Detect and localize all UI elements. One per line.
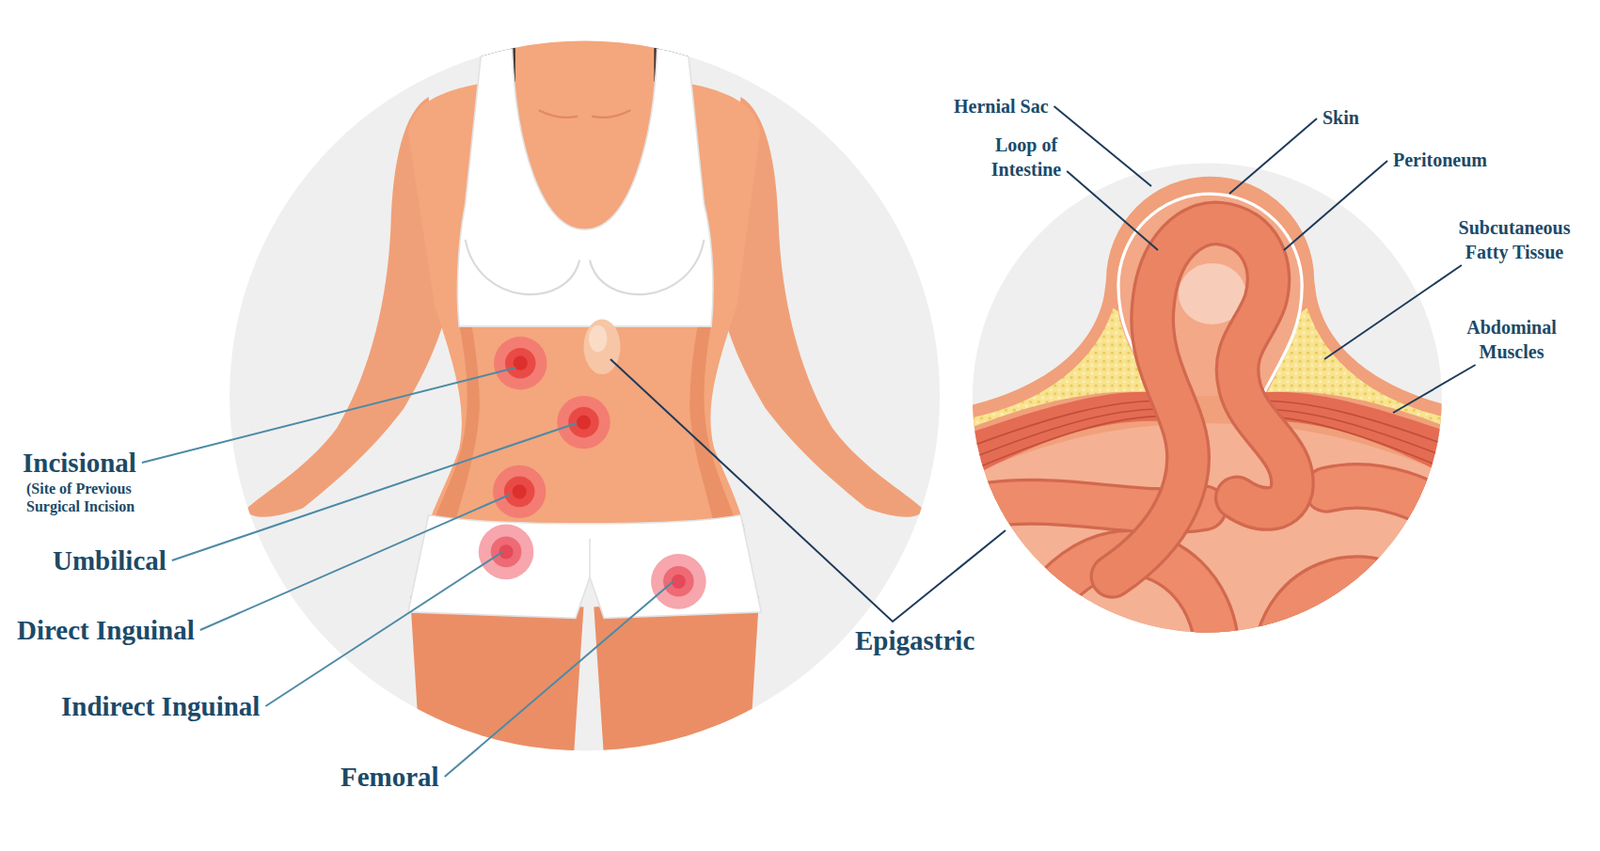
hernia-cross-section — [959, 176, 1470, 674]
right-leg — [593, 597, 760, 761]
leader-line — [172, 423, 577, 561]
hernia-type-label: Incisional — [22, 447, 137, 479]
collarbone — [538, 110, 632, 118]
hernia-type-label: Indirect Inguinal — [61, 691, 260, 723]
indirect-inguinal-site — [478, 524, 535, 581]
part-label: Peritoneum — [1393, 147, 1488, 173]
epigastric-bulge — [584, 319, 621, 376]
leader-line — [200, 494, 510, 631]
hernia-sites — [478, 319, 707, 610]
torso — [408, 31, 761, 532]
direct-inguinal-site — [492, 465, 546, 519]
femoral-site — [650, 554, 707, 610]
umbilical-site — [556, 396, 610, 449]
abdominal-muscle — [959, 392, 1172, 485]
hernia-type-label: Femoral — [340, 761, 440, 793]
leader-line — [1229, 118, 1317, 194]
hernia-type-label: Epigastric — [855, 625, 975, 657]
part-label: Subcutaneous Fatty Tissue — [1443, 215, 1585, 265]
part-label: Skin — [1322, 105, 1360, 130]
leader-line — [1066, 171, 1158, 251]
leader-line — [265, 552, 503, 707]
shorts — [408, 515, 761, 619]
bust-line — [465, 239, 705, 295]
part-label: Abdominal Muscles — [1450, 315, 1573, 365]
incisional-site — [493, 336, 547, 390]
leader-line — [444, 581, 674, 777]
leader-line — [1054, 106, 1152, 187]
intestine-loops — [959, 486, 1470, 674]
hernia-type-label: Umbilical — [52, 545, 167, 577]
leader-line — [1393, 364, 1476, 413]
hernia-type-label: Direct Inguinal — [16, 615, 195, 647]
leader-line — [1324, 265, 1462, 360]
shorts-seam — [588, 538, 591, 578]
part-label: Hernial Sac — [953, 94, 1049, 119]
note-label: (Site of Previous Surgical Incision — [26, 479, 168, 516]
waist-shade — [689, 324, 737, 526]
part-label: Loop of Intestine — [965, 132, 1088, 182]
herniated-intestine — [1111, 222, 1292, 577]
left-leg — [410, 597, 584, 761]
waist-shade — [432, 324, 480, 526]
body-figure — [244, 31, 924, 761]
epigastric-bulge — [588, 325, 608, 352]
tank-top — [457, 48, 713, 327]
leader-line — [610, 359, 1006, 622]
leader-line — [1283, 160, 1388, 251]
leader-line — [142, 367, 516, 463]
